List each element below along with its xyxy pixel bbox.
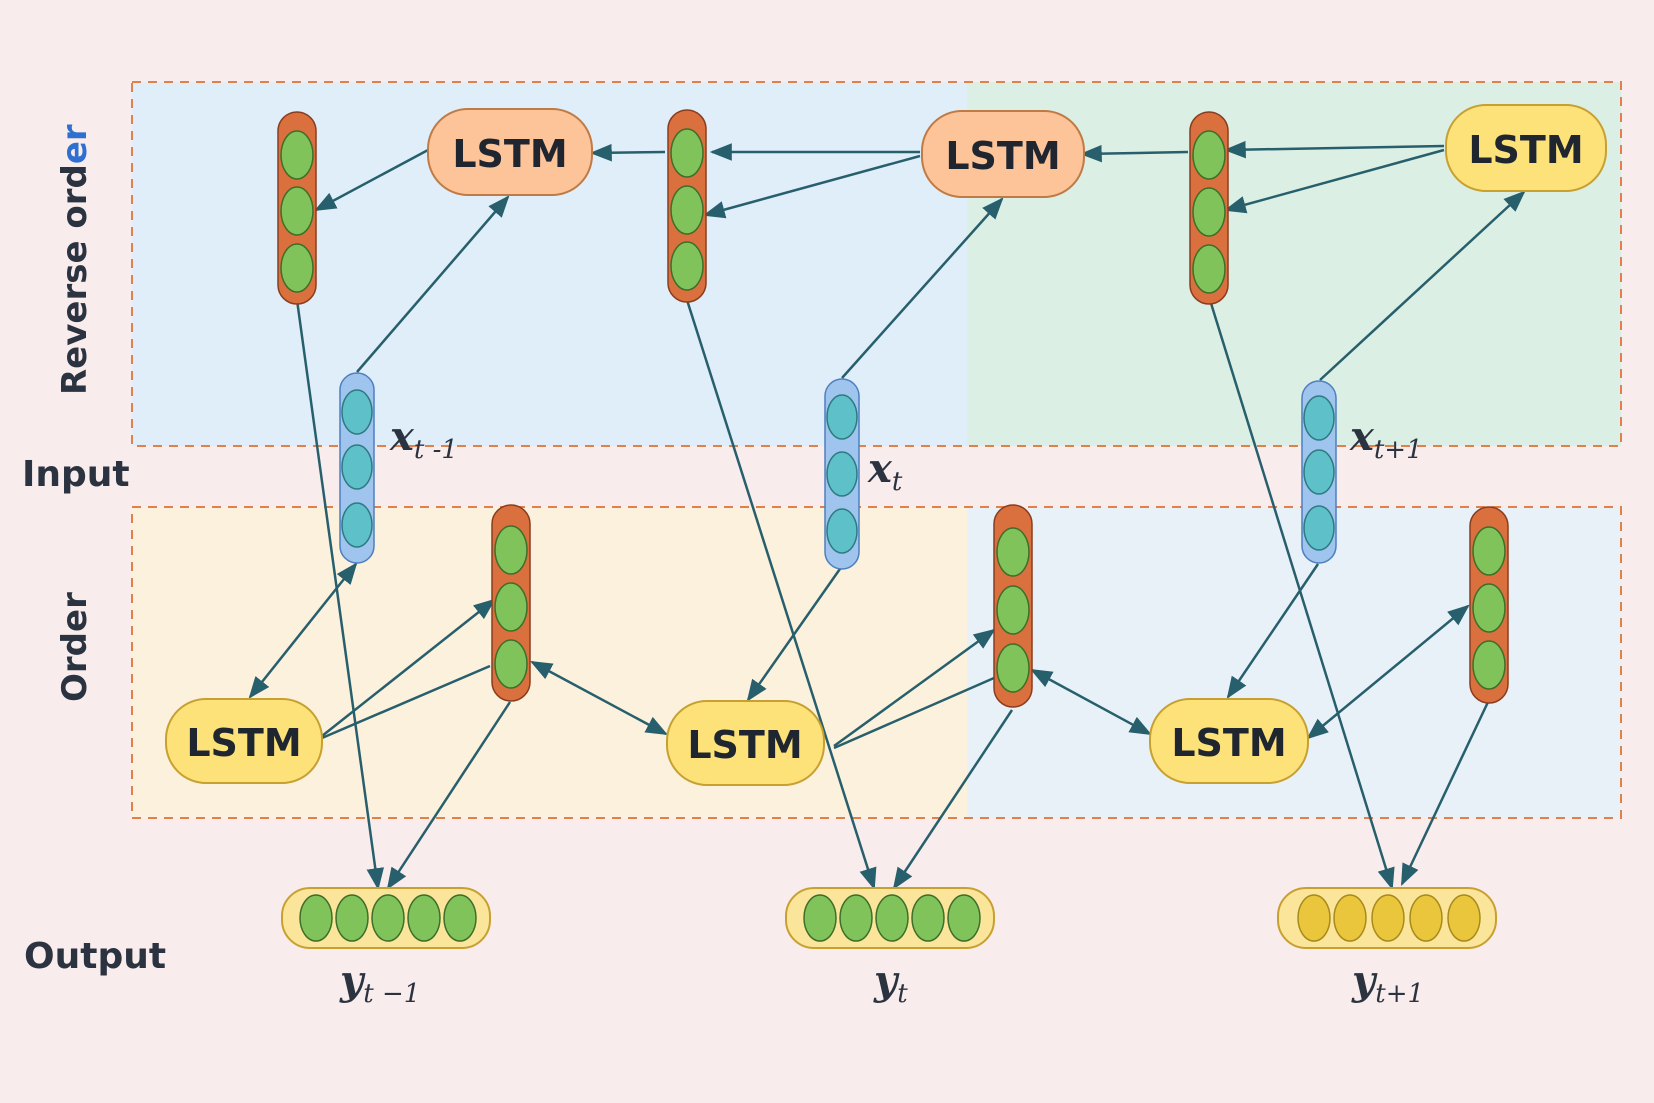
arrow-rev-lstm3-to-h3: [1223, 140, 1445, 159]
arrow-fwd-h2-to-y2: [892, 709, 1014, 890]
arrow-fwd-lstm1-to-h1b: [321, 664, 491, 740]
input-vector-1: [339, 372, 375, 564]
input-label: Input: [22, 454, 130, 495]
input-label-2: xt: [867, 445, 903, 497]
arrow-x2-to-fwd-lstm2: [746, 565, 844, 702]
input-vector-3: [1301, 380, 1337, 564]
input-vector-2: [824, 378, 860, 570]
forward-hidden-state-1: [491, 504, 531, 702]
arrow-rev-h3-to-lstm2: [1079, 144, 1189, 163]
arrow-x2-to-rev-lstm2: [841, 197, 1004, 379]
svg-text:LSTM: LSTM: [186, 721, 301, 765]
arrow-fwd-lstm3-to-h3: [1306, 604, 1470, 740]
reverse-hidden-state-3: [1189, 111, 1229, 305]
arrow-rev-h3-to-y3: [1208, 299, 1395, 891]
arrow-x3-to-fwd-lstm3: [1226, 563, 1320, 699]
arrow-fwd-h2-to-lstm3: [1030, 668, 1152, 736]
arrow-fwd-h1-to-lstm2: [530, 660, 668, 736]
arrow-rev-lstm1-to-h1: [314, 148, 429, 212]
output-vector-2: [785, 887, 995, 949]
arrow-rev-h2-to-y2: [685, 299, 877, 891]
arrow-fwd-lstm2-to-h2a: [833, 628, 996, 748]
arrow-fwd-h1-to-y1: [386, 701, 512, 890]
arrows: [248, 140, 1526, 891]
reverse-lstm-3: LSTM: [1445, 104, 1607, 192]
reverse-lstm-2: LSTM: [921, 110, 1085, 198]
arrow-x3-to-rev-lstm3: [1319, 190, 1526, 381]
arrow-rev-lstm3-to-h3b: [1223, 148, 1445, 214]
input-label-1: xt -1: [389, 413, 458, 465]
reverse-hidden-state-1: [277, 111, 317, 305]
arrow-rev-lstm2-to-h2b: [702, 154, 921, 219]
arrow-x1-to-fwd-lstm1: [248, 562, 358, 699]
output-label: Output: [24, 936, 166, 977]
input-label-3: xt+1: [1349, 413, 1423, 465]
forward-hidden-state-2: [993, 504, 1033, 708]
output-label-2: yt: [873, 957, 908, 1009]
reverse-lstm-1: LSTM: [427, 108, 593, 196]
output-vector-3: [1277, 887, 1497, 949]
svg-text:LSTM: LSTM: [1171, 721, 1286, 765]
output-vector-1: [281, 887, 491, 949]
arrow-fwd-lstm2-to-h2b: [833, 676, 995, 750]
arrow-x1-to-rev-lstm1: [356, 195, 510, 373]
arrow-rev-h2-to-lstm1: [589, 143, 666, 162]
svg-text:LSTM: LSTM: [1468, 128, 1583, 172]
forward-lstm-2: LSTM: [666, 700, 825, 786]
svg-text:LSTM: LSTM: [945, 134, 1060, 178]
forward-lstm-3: LSTM: [1149, 698, 1309, 784]
output-label-1: yt −1: [339, 957, 420, 1009]
forward-lstm-1: LSTM: [165, 698, 323, 784]
arrow-fwd-h3-to-y3: [1400, 701, 1490, 886]
svg-text:LSTM: LSTM: [687, 723, 802, 767]
output-label-3: yt+1: [1351, 957, 1424, 1009]
reverse-hidden-state-2: [667, 109, 707, 303]
arrow-fwd-lstm1-to-h1a: [321, 598, 496, 737]
forward-hidden-state-3: [1469, 506, 1509, 704]
reverse-order-label: Reverse order: [55, 124, 95, 395]
svg-text:LSTM: LSTM: [452, 132, 567, 176]
order-label: Order: [55, 592, 95, 702]
